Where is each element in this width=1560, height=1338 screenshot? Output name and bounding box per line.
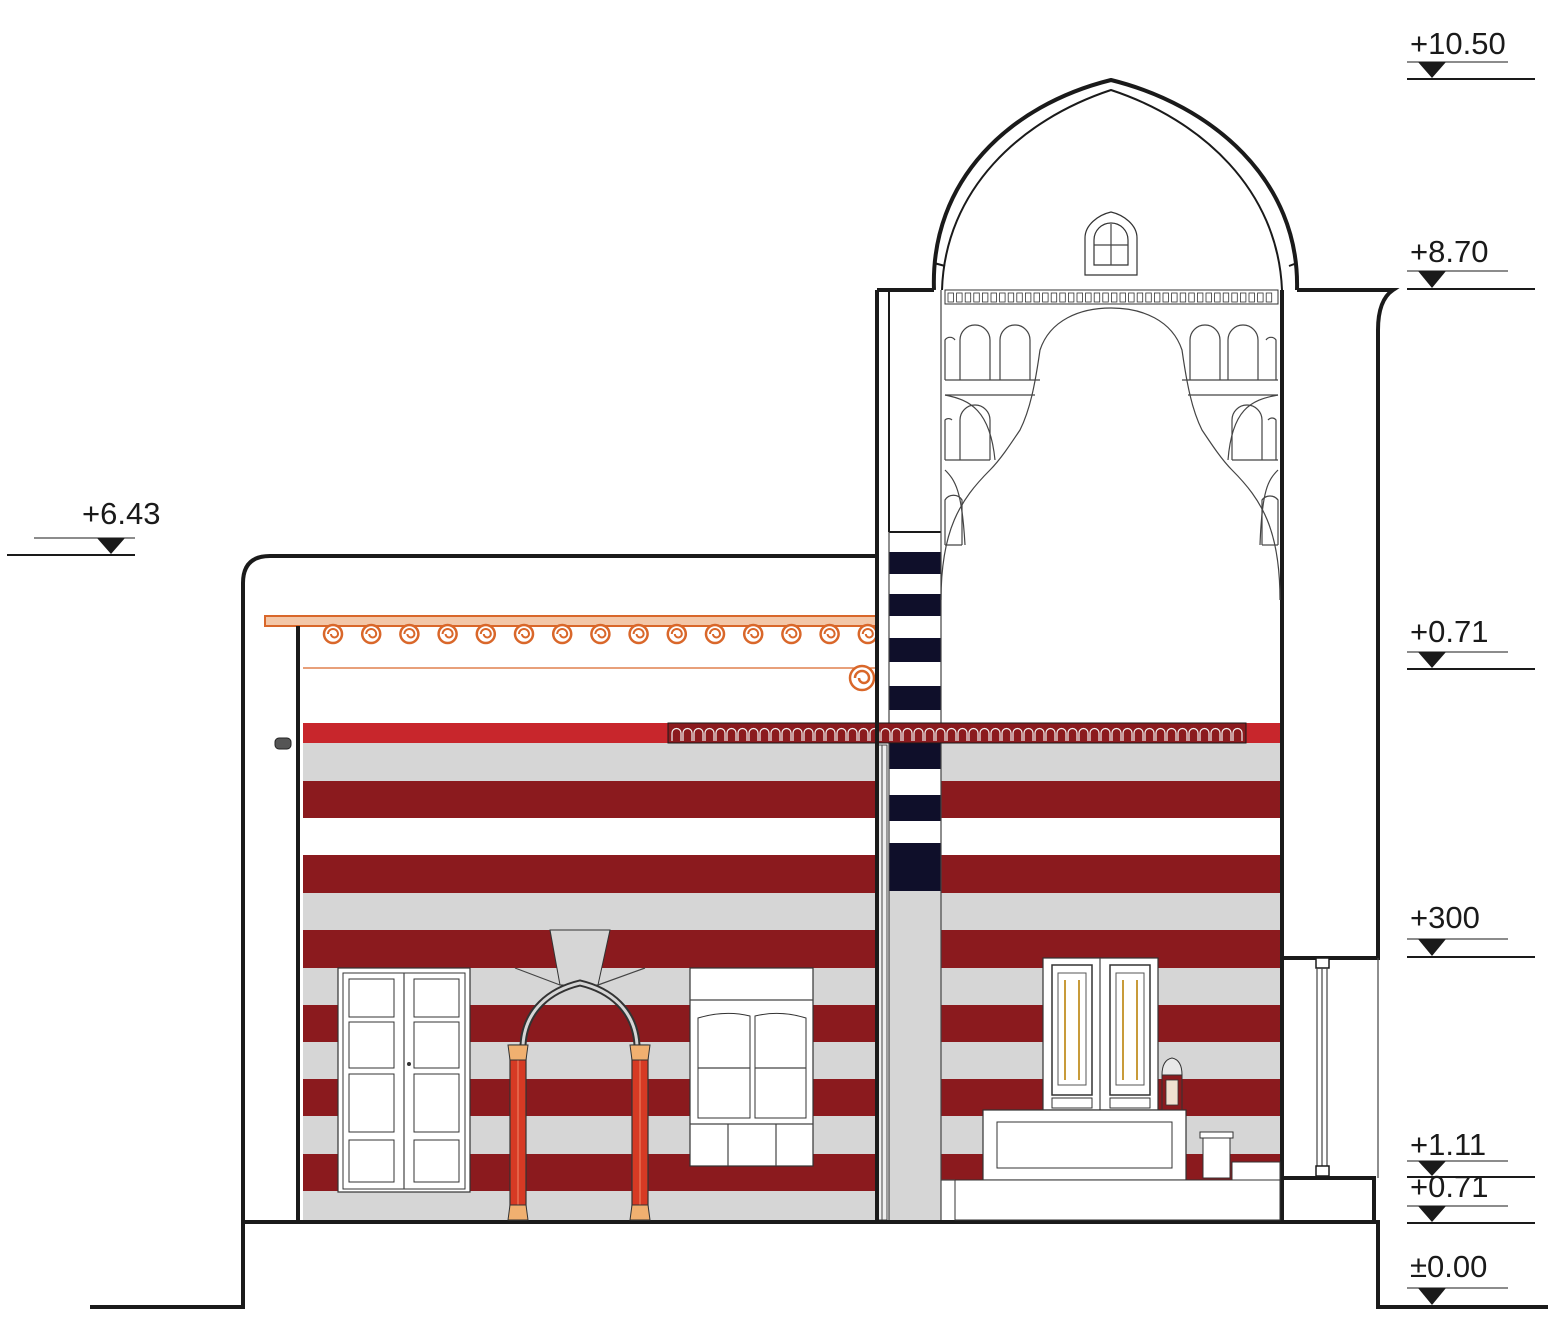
rosette — [742, 623, 764, 645]
cornice-dentil — [1016, 292, 1023, 303]
cornice-dentil — [1093, 292, 1101, 303]
right-door — [1042, 957, 1159, 1111]
cornice-dentil — [1240, 292, 1247, 303]
level-label: +1.11 — [1410, 1127, 1486, 1162]
level-label: +0.71 — [1410, 1169, 1488, 1204]
cornice-dentil — [1197, 292, 1204, 303]
rosette-row — [322, 623, 879, 645]
triangle-down-icon — [1418, 652, 1446, 668]
cornice-dentil — [1068, 292, 1075, 303]
level-label: +8.70 — [1410, 234, 1488, 269]
arched-niche — [507, 929, 651, 1221]
triangle-down-icon — [1418, 62, 1446, 78]
cornice-dentil — [1205, 292, 1212, 303]
cornice-dentil — [1025, 292, 1032, 303]
cornice-dentil — [1076, 292, 1083, 303]
central-pier — [876, 290, 942, 1222]
rosette-large — [848, 664, 876, 692]
cornice-dentil — [1050, 292, 1058, 303]
cornice-dentil — [1007, 292, 1015, 303]
window-cabinet — [689, 967, 814, 1167]
level-markers: +10.50 +8.70 +0.71 +300 +1.11 — [7, 26, 1535, 1305]
level-marker-300: +300 — [1407, 900, 1535, 958]
cornice-dentil — [964, 292, 972, 303]
level-label: ±0.00 — [1410, 1249, 1487, 1284]
building-outline — [90, 77, 1548, 1309]
cornice-dentil — [999, 292, 1006, 303]
cornice-dentil — [1085, 292, 1092, 303]
cornice-dentil — [990, 292, 997, 303]
cornice-dentil — [1231, 292, 1238, 303]
rosette — [781, 623, 802, 645]
cornice-dentil — [1257, 292, 1264, 303]
cornice-dentil — [973, 292, 980, 303]
cornice-dentil — [1136, 292, 1144, 303]
left-door — [337, 967, 471, 1193]
cornice-dentil — [1145, 292, 1152, 303]
level-label: +300 — [1410, 900, 1480, 935]
rosette — [360, 623, 382, 645]
cornice-dentil — [1179, 292, 1187, 303]
cornice-dentil — [1171, 292, 1178, 303]
dome-window — [1084, 211, 1138, 276]
rosette — [857, 623, 879, 645]
triangle-down-icon — [97, 538, 125, 554]
cornice-dentil — [1059, 292, 1066, 303]
rosette — [399, 623, 420, 645]
level-marker-111: +1.11 — [1407, 1127, 1535, 1178]
level-marker-071-upper: +0.71 — [1407, 614, 1535, 670]
level-label: +6.43 — [82, 496, 160, 531]
cornice-dentil — [1222, 292, 1230, 303]
cornice-dentil — [1265, 292, 1273, 303]
level-marker-000: ±0.00 — [1407, 1249, 1508, 1305]
cornice-dentil — [1154, 292, 1161, 303]
triangle-down-icon — [1418, 1206, 1446, 1222]
rosette — [475, 623, 497, 645]
level-marker-870: +8.70 — [1407, 234, 1535, 290]
triangle-down-icon — [1418, 271, 1446, 288]
cornice-dentil — [956, 292, 963, 303]
rosette — [513, 623, 535, 645]
level-label: +0.71 — [1410, 614, 1488, 649]
tomb-cenotaph — [941, 1057, 1281, 1221]
rosette — [322, 623, 344, 645]
cornice-dentil — [1214, 292, 1221, 303]
cornice-dentil — [1188, 292, 1195, 303]
rosette — [551, 623, 573, 645]
level-marker-071-lower: +0.71 — [1407, 1169, 1535, 1224]
dome-interior — [940, 211, 1281, 601]
cornice-dentil — [1119, 292, 1126, 303]
rosette — [666, 623, 688, 645]
rosette — [590, 623, 611, 645]
triangle-down-icon — [1418, 939, 1446, 956]
cornice-dentil — [947, 292, 954, 303]
cornice-dentil — [1111, 292, 1118, 303]
cornice-dentil — [982, 292, 989, 303]
ceiling-beam — [264, 615, 879, 692]
cornice-dentil — [1248, 292, 1255, 303]
rosette — [628, 623, 649, 645]
rosette — [819, 623, 840, 645]
rosette — [704, 623, 726, 645]
triangle-down-icon — [1418, 1288, 1446, 1305]
cornice-dentil — [1162, 292, 1169, 303]
cornice-dentil — [1102, 292, 1109, 303]
cornice-dentil — [1042, 292, 1049, 303]
level-marker-643: +6.43 — [7, 496, 160, 556]
muqarnas-frieze — [667, 722, 1247, 744]
level-marker-1050: +10.50 — [1407, 26, 1535, 80]
cornice-dentil — [1128, 292, 1135, 303]
cornice-dentil — [1033, 292, 1040, 303]
level-label: +10.50 — [1410, 26, 1506, 61]
triangle-down-icon — [1418, 1161, 1446, 1176]
rosette — [437, 623, 458, 645]
